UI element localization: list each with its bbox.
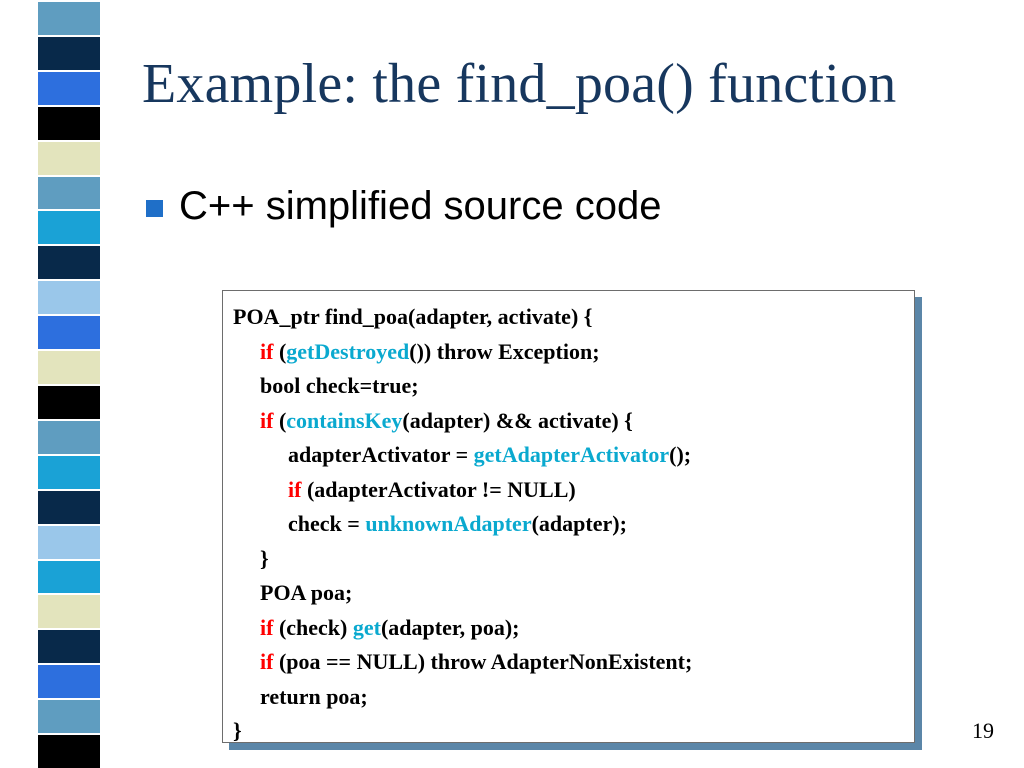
code-line: POA poa; xyxy=(233,576,914,611)
code-line: } xyxy=(233,542,914,577)
decorative-color-stripe xyxy=(38,0,100,768)
bullet-item: C++ simplified source code xyxy=(146,184,661,229)
stripe-segment xyxy=(38,453,100,490)
code-function-name: getAdapterActivator xyxy=(473,442,670,467)
code-line: if (poa == NULL) throw AdapterNonExisten… xyxy=(233,645,914,680)
stripe-segment xyxy=(38,558,100,595)
stripe-segment xyxy=(38,349,100,385)
code-text: ( xyxy=(273,407,287,433)
code-text: } xyxy=(260,545,269,571)
stripe-segment xyxy=(38,663,100,700)
stripe-segment xyxy=(38,488,100,525)
code-keyword: if xyxy=(260,649,274,674)
code-text: (adapter) && activate) { xyxy=(402,407,633,433)
code-line: bool check=true; xyxy=(233,369,914,404)
code-text: (); xyxy=(669,442,692,467)
code-line: POA_ptr find_poa(adapter, activate) { xyxy=(233,300,914,335)
stripe-segment xyxy=(38,384,100,420)
code-line: return poa; xyxy=(233,680,914,715)
code-line: if (check) get(adapter, poa); xyxy=(233,611,914,646)
code-text: return poa; xyxy=(260,683,368,709)
code-function-name: unknownAdapter xyxy=(365,511,532,536)
code-function-name: get xyxy=(352,614,381,640)
stripe-segment xyxy=(38,209,100,246)
stripe-segment xyxy=(38,279,100,316)
slide-title: Example: the find_poa() function xyxy=(142,53,897,115)
code-keyword: if xyxy=(260,407,274,433)
stripe-segment xyxy=(38,418,100,455)
stripe-segment xyxy=(38,628,100,665)
page-number: 19 xyxy=(972,718,994,743)
stripe-segment xyxy=(38,69,100,106)
code-line: } xyxy=(233,714,914,749)
stripe-segment xyxy=(38,698,100,735)
code-text: ()) throw Exception; xyxy=(409,338,600,364)
code-text: (adapter); xyxy=(531,511,627,536)
code-function-name: getDestroyed xyxy=(286,338,410,364)
stripe-segment xyxy=(38,34,100,71)
bullet-text: C++ simplified source code xyxy=(179,184,662,228)
code-text: (poa == NULL) throw AdapterNonExistent; xyxy=(273,649,693,674)
code-line: if (getDestroyed()) throw Exception; xyxy=(233,335,914,370)
code-keyword: if xyxy=(260,338,274,364)
stripe-segment xyxy=(38,104,100,141)
code-line: if (containsKey(adapter) && activate) { xyxy=(233,404,914,439)
stripe-segment xyxy=(38,314,100,351)
stripe-segment xyxy=(38,244,100,281)
code-text: ( xyxy=(273,338,287,364)
code-text: bool check=true; xyxy=(260,373,419,398)
code-keyword: if xyxy=(260,614,274,640)
code-text: (adapter, poa); xyxy=(380,614,520,640)
code-function-name: containsKey xyxy=(286,407,403,433)
stripe-segment xyxy=(38,733,100,768)
code-keyword: if xyxy=(288,476,302,502)
code-line: adapterActivator = getAdapterActivator()… xyxy=(233,438,914,473)
stripe-segment xyxy=(38,174,100,211)
code-text: (check) xyxy=(273,614,353,640)
code-box: POA_ptr find_poa(adapter, activate) { if… xyxy=(222,290,915,743)
stripe-segment xyxy=(38,139,100,176)
code-line: if (adapterActivator != NULL) xyxy=(233,473,914,508)
code-text: } xyxy=(233,718,242,743)
code-text: POA_ptr find_poa(adapter, activate) { xyxy=(233,304,593,329)
stripe-segment xyxy=(38,593,100,630)
code-text: (adapterActivator != NULL) xyxy=(301,476,576,502)
code-text: POA poa; xyxy=(260,580,353,605)
code-text: adapterActivator = xyxy=(288,442,474,467)
stripe-segment xyxy=(38,0,100,36)
stripe-segment xyxy=(38,523,100,560)
square-bullet-icon xyxy=(146,200,163,217)
code-line: check = unknownAdapter(adapter); xyxy=(233,507,914,542)
code-text: check = xyxy=(288,511,366,536)
